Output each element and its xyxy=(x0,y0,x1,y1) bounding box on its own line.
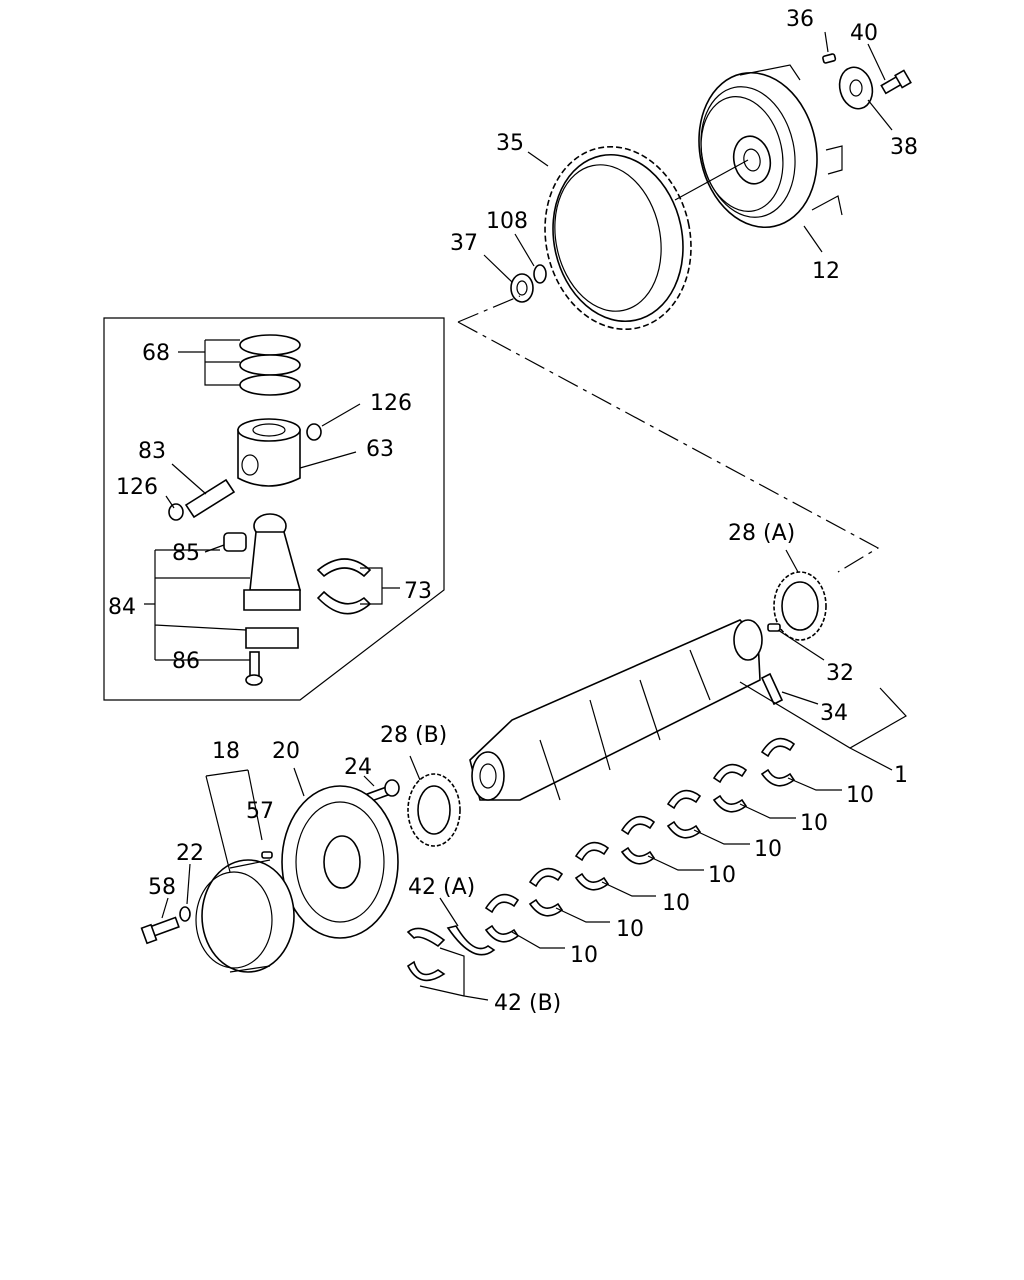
label-36: 36 xyxy=(786,7,814,32)
label-37: 37 xyxy=(450,231,478,256)
part-38-plate xyxy=(838,66,874,110)
label-58: 58 xyxy=(148,875,176,900)
label-84: 84 xyxy=(108,595,136,620)
label-10-2: 10 xyxy=(616,917,644,942)
label-42b: 42 (B) xyxy=(494,991,561,1016)
part-1-crankshaft xyxy=(469,619,763,801)
part-126-clip-a xyxy=(306,423,322,441)
part-68-rings xyxy=(239,334,301,396)
part-42a-thrust-washer xyxy=(446,925,496,956)
label-10-7: 10 xyxy=(846,783,874,808)
part-63-piston xyxy=(237,418,301,487)
label-108: 108 xyxy=(486,209,528,234)
part-32-key xyxy=(767,623,781,632)
part-36-pin xyxy=(822,53,837,64)
piston-group-frame xyxy=(103,317,445,701)
part-57-pin xyxy=(261,851,273,859)
part-34-pin xyxy=(760,672,784,706)
label-1: 1 xyxy=(894,763,908,788)
label-73: 73 xyxy=(404,579,432,604)
label-126-lower: 126 xyxy=(116,475,158,500)
part-83-pin xyxy=(184,478,236,519)
part-73-bearing-shells xyxy=(316,558,372,615)
part-20-damper xyxy=(281,785,399,939)
part-28b-gear xyxy=(407,773,461,847)
part-10-bearings xyxy=(484,737,796,943)
label-10-3: 10 xyxy=(662,891,690,916)
label-40: 40 xyxy=(850,21,878,46)
label-42a: 42 (A) xyxy=(408,875,475,900)
label-28a: 28 (A) xyxy=(728,521,795,546)
label-10-1: 10 xyxy=(570,943,598,968)
label-38: 38 xyxy=(890,135,918,160)
label-32: 32 xyxy=(826,661,854,686)
label-83: 83 xyxy=(138,439,166,464)
part-labels: 36 40 38 35 108 37 12 68 126 63 83 126 8… xyxy=(108,7,918,1016)
label-85: 85 xyxy=(172,541,200,566)
part-42b-thrust-washer xyxy=(406,927,446,982)
part-108-ring xyxy=(533,264,547,284)
label-20: 20 xyxy=(272,739,300,764)
alignment-line xyxy=(674,159,749,201)
part-84-connecting-rod xyxy=(243,513,302,649)
part-40-bolt xyxy=(880,69,912,95)
label-57: 57 xyxy=(246,799,274,824)
label-86: 86 xyxy=(172,649,200,674)
center-line xyxy=(457,295,880,573)
label-126-upper: 126 xyxy=(370,391,412,416)
part-12-flywheel xyxy=(698,64,843,229)
part-28a-gear xyxy=(773,571,827,641)
part-86-bolt xyxy=(245,651,263,686)
part-37-bearing xyxy=(510,273,534,303)
label-35: 35 xyxy=(496,131,524,156)
label-10-6: 10 xyxy=(800,811,828,836)
part-18-pulley xyxy=(195,859,295,973)
label-68: 68 xyxy=(142,341,170,366)
part-24-bolt xyxy=(366,779,400,803)
part-22-washer xyxy=(179,906,191,922)
label-10-4: 10 xyxy=(708,863,736,888)
label-34: 34 xyxy=(820,701,848,726)
label-12: 12 xyxy=(812,259,840,284)
label-10-5: 10 xyxy=(754,837,782,862)
part-126-clip-b xyxy=(168,503,184,521)
label-63: 63 xyxy=(366,437,394,462)
part-85-bushing xyxy=(223,532,247,552)
label-22: 22 xyxy=(176,841,204,866)
label-18: 18 xyxy=(212,739,240,764)
label-24: 24 xyxy=(344,755,372,780)
label-28b: 28 (B) xyxy=(380,723,447,748)
part-58-bolt xyxy=(140,916,180,945)
leader-lines xyxy=(144,31,907,1001)
part-35-ring-gear xyxy=(544,145,692,331)
